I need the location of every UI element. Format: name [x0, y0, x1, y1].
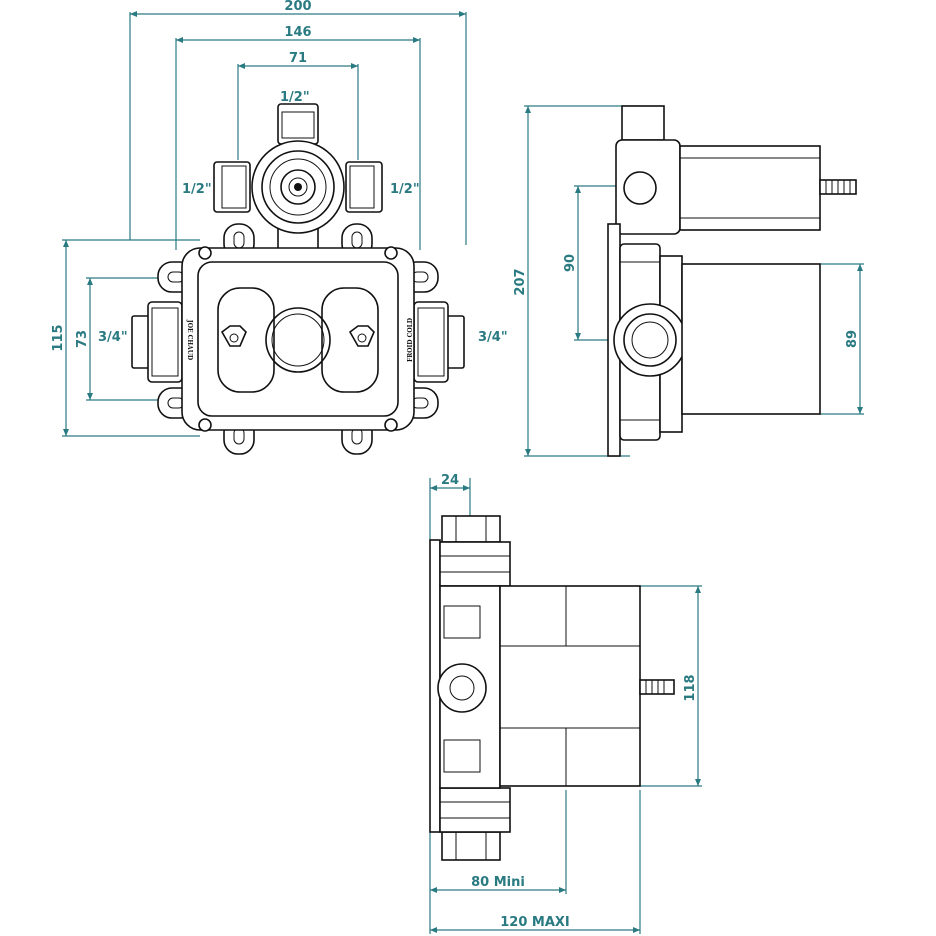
side-port-right [413, 301, 465, 383]
bottom-valve-port [437, 663, 487, 713]
marking-left: JOE CHAUD [186, 319, 193, 360]
screw-bottom-right [384, 418, 398, 432]
bottom-upper-lug [439, 541, 511, 587]
side-upper-port [623, 171, 657, 205]
valve-body-outer [181, 247, 415, 431]
label-port-side-left: 3/4" [98, 330, 128, 345]
right-port [345, 161, 383, 213]
bottom-bottom-stub [441, 831, 501, 861]
dim-80: 80 Mini [471, 875, 525, 890]
bottom-spindle [639, 679, 675, 695]
label-port-right: 1/2" [390, 182, 420, 197]
label-port-side-right: 3/4" [478, 330, 508, 345]
valve-body-inner [197, 261, 399, 417]
side-cover [681, 263, 821, 415]
side-port-left [131, 301, 183, 383]
hex-nut-left [220, 325, 247, 347]
pocket-right [321, 287, 379, 393]
side-cartridge [679, 145, 821, 231]
screw-top-left [198, 246, 212, 260]
bottom-view: 24 118 80 Mini 120 MAXI [429, 473, 702, 934]
pocket-left [217, 287, 275, 393]
left-port [213, 161, 251, 213]
dim-207: 207 [513, 268, 528, 295]
center-bore [265, 307, 331, 373]
dim-24: 24 [441, 473, 459, 488]
dim-71: 71 [289, 51, 307, 66]
bottom-top-stub [441, 515, 501, 543]
label-port-top: 1/2" [280, 90, 310, 105]
bottom-lower-lug [439, 787, 511, 833]
marking-right: FROID COLD [407, 318, 414, 362]
dim-200: 200 [284, 0, 311, 14]
dim-89: 89 [845, 330, 860, 348]
bottom-cover [499, 585, 641, 787]
dim-90: 90 [563, 254, 578, 272]
front-view: 200 146 71 1/2" 1/2" 1/2" 3/4" 3/4" 115 … [51, 0, 508, 455]
side-top-stub [621, 105, 665, 141]
screw-bottom-left [198, 418, 212, 432]
dim-73: 73 [75, 330, 90, 348]
side-view: 207 90 89 [513, 105, 864, 457]
dim-120: 120 MAXI [500, 915, 570, 930]
label-port-left: 1/2" [182, 182, 212, 197]
dim-118: 118 [683, 674, 698, 701]
dim-115: 115 [51, 324, 66, 351]
dim-146: 146 [284, 25, 311, 40]
hex-nut-right [348, 325, 375, 347]
screw-top-right [384, 246, 398, 260]
